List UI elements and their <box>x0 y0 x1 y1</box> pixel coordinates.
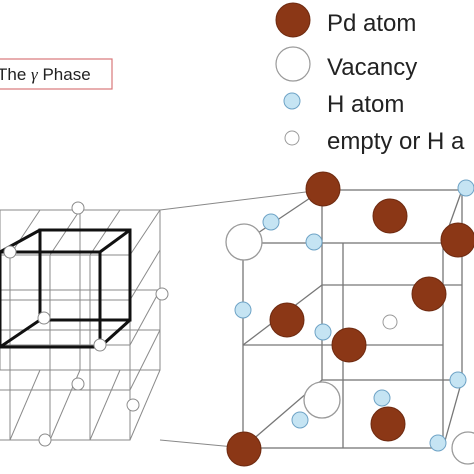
pd-atom <box>226 431 262 467</box>
h-atom <box>449 371 467 389</box>
lattice-node <box>37 311 51 325</box>
pd-atom <box>411 276 447 312</box>
lattice-node <box>93 338 107 352</box>
lattice-node <box>71 201 85 215</box>
lattice-node <box>71 377 85 391</box>
phase-label-text: The γ Phase <box>0 65 91 84</box>
legend-vacancy-marker <box>275 46 311 82</box>
legend-h-atom-label: H atom <box>327 91 404 118</box>
empty-or-h-site <box>382 314 398 330</box>
h-atom <box>234 301 252 319</box>
lattice-nodes <box>3 201 169 447</box>
vacancy <box>225 223 263 261</box>
phase-label: The γ Phase <box>0 58 113 90</box>
h-atoms <box>234 179 474 452</box>
legend: Pd atom Vacancy H atom empty or H a <box>275 2 465 155</box>
lattice-node <box>3 245 17 259</box>
h-atom <box>429 434 447 452</box>
phase-label-box <box>0 58 113 90</box>
highlighted-cell-front <box>0 250 102 349</box>
highlighted-unit-cell <box>0 228 132 349</box>
legend-h-atom-marker <box>283 92 301 110</box>
legend-vacancy-label: Vacancy <box>327 54 417 81</box>
pd-atom <box>372 198 408 234</box>
legend-pd-atom-marker <box>275 2 311 38</box>
highlighted-cell-back <box>38 228 132 322</box>
h-atom <box>262 213 280 231</box>
h-atom <box>373 389 391 407</box>
h-atom <box>291 411 309 429</box>
pd-atom <box>269 302 305 338</box>
h-atom <box>305 233 323 251</box>
legend-empty-or-h-marker <box>284 130 300 146</box>
legend-empty-or-h-label: empty or H a <box>327 128 465 155</box>
pd-atoms <box>226 171 474 467</box>
h-atom <box>314 323 332 341</box>
vacancy <box>303 381 341 419</box>
legend-pd-atom-label: Pd atom <box>327 10 416 37</box>
zoom-guide-top <box>159 189 323 211</box>
pd-atom <box>370 406 406 442</box>
pd-atom <box>305 171 341 207</box>
pd-atom <box>331 327 367 363</box>
pd-atom <box>440 222 474 258</box>
lattice-node <box>38 433 52 447</box>
vacancy <box>451 431 474 465</box>
h-atom <box>457 179 474 197</box>
lattice-node <box>126 398 140 412</box>
vacancies <box>225 223 474 465</box>
lattice-node <box>155 287 169 301</box>
